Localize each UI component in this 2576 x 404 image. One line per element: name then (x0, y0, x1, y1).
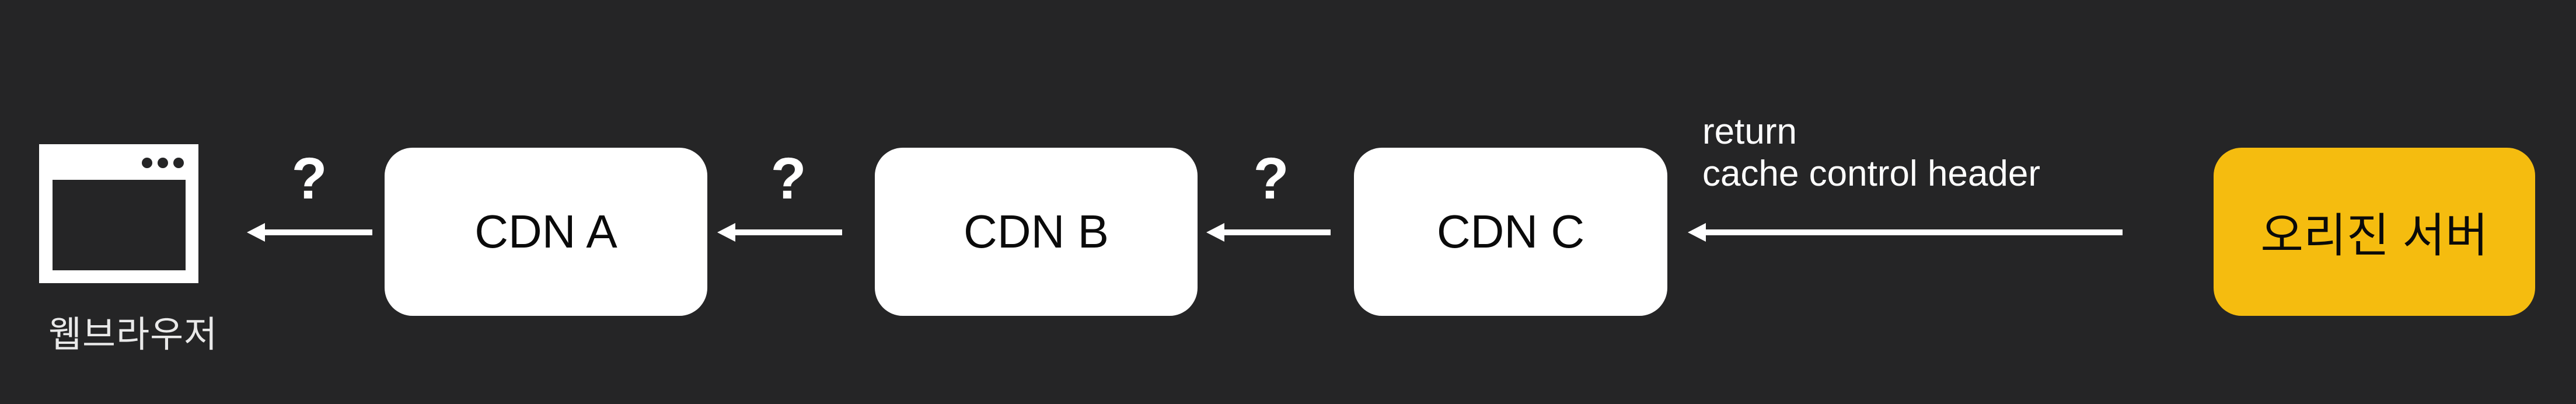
arrow-annotation-line2: cache control header (1702, 153, 2041, 194)
arrow-head-icon (247, 223, 265, 242)
node-cdn-a: CDN A (385, 148, 707, 316)
arrow-line (264, 229, 372, 235)
arrow-line (1223, 229, 1331, 235)
arrow-annotation-line1: return (1702, 112, 1797, 152)
arrow-line (734, 229, 842, 235)
question-mark-label: ? (1253, 146, 1289, 211)
arrow-head-icon (717, 223, 735, 242)
arrow-head-icon (1688, 223, 1706, 242)
browser-window-icon (39, 144, 198, 283)
node-origin-server: 오리진 서버 (2214, 148, 2535, 316)
node-label: CDN A (474, 206, 617, 257)
browser-viewport (53, 180, 186, 270)
node-label: CDN C (1436, 206, 1585, 257)
arrow-line (1705, 229, 2123, 235)
node-label: 오리진 서버 (2260, 210, 2488, 262)
arrow-head-icon (1206, 223, 1224, 242)
node-label: CDN B (964, 206, 1109, 257)
window-dot-icon (158, 158, 168, 168)
window-dot-icon (173, 158, 184, 168)
window-dot-icon (142, 158, 152, 168)
browser-label: 웹브라우저 (48, 315, 218, 355)
node-cdn-c: CDN C (1354, 148, 1667, 316)
question-mark-label: ? (291, 146, 327, 211)
arrow-annotation: return cache control header (1702, 111, 2040, 195)
node-cdn-b: CDN B (875, 148, 1198, 316)
question-mark-label: ? (770, 146, 807, 211)
